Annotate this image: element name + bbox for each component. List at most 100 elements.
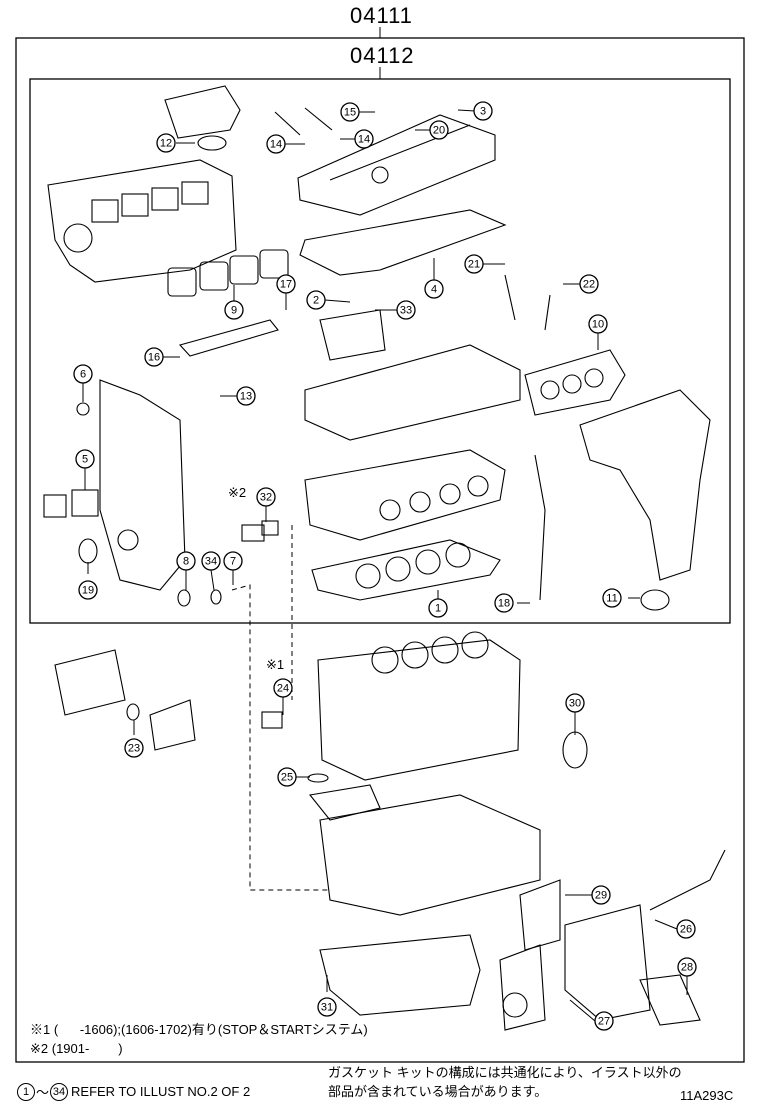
footnote-1: ※1 ( -1606);(1606-1702)有り(STOP＆STARTシステム… bbox=[30, 1022, 368, 1037]
callout-20: 20 bbox=[429, 120, 449, 140]
water-pump-drawing bbox=[499, 879, 701, 1031]
callout-34: 34 bbox=[201, 551, 221, 571]
callout-number: 9 bbox=[231, 305, 237, 317]
callout-14: 14 bbox=[266, 134, 286, 154]
cam-cover-gasket-drawing bbox=[299, 209, 507, 276]
outer-part-number: 04111 bbox=[350, 3, 413, 28]
sensor-parts-drawing bbox=[177, 274, 551, 729]
callout-33: 33 bbox=[396, 300, 416, 320]
callout-circle bbox=[677, 957, 697, 977]
callout-number: 13 bbox=[240, 391, 252, 403]
accessory-bracket-drawing bbox=[54, 649, 196, 751]
callout-circle bbox=[277, 767, 297, 787]
callout-10: 10 bbox=[588, 314, 608, 334]
refer-text: REFER TO ILLUST NO.2 OF 2 bbox=[71, 1084, 251, 1099]
inner-part-number: 04112 bbox=[350, 43, 415, 68]
callout-9: 9 bbox=[224, 300, 244, 320]
callout-number: 32 bbox=[260, 492, 272, 504]
callout-number: 15 bbox=[344, 107, 356, 119]
callout-number: 28 bbox=[681, 962, 693, 974]
callout-circle bbox=[429, 120, 449, 140]
callout-circle bbox=[676, 919, 696, 939]
callout-circle bbox=[236, 386, 256, 406]
leader-lines bbox=[82, 109, 688, 1022]
exhaust-gasket-drawing bbox=[524, 349, 626, 416]
callout-number: 24 bbox=[277, 683, 289, 695]
callout-circle bbox=[224, 300, 244, 320]
callout-number: 29 bbox=[595, 890, 607, 902]
dashed-guide bbox=[231, 525, 330, 891]
callout-circle bbox=[340, 102, 360, 122]
cylinder-head-drawing bbox=[304, 449, 506, 541]
outer-frame bbox=[15, 37, 745, 1063]
throttle-gasket-drawing bbox=[197, 135, 227, 151]
lower-crankcase-drawing bbox=[319, 794, 541, 916]
callout-5: 5 bbox=[75, 449, 95, 469]
callout-number: 1 bbox=[435, 603, 441, 615]
front-seals-drawing bbox=[43, 402, 99, 564]
callout-circle bbox=[317, 997, 337, 1017]
callout-24: 24 bbox=[273, 678, 293, 698]
marker-2-label: ※2 bbox=[228, 485, 246, 500]
callout-circle bbox=[591, 885, 611, 905]
camshaft-housing-drawing bbox=[304, 344, 521, 441]
callout-circle bbox=[306, 290, 326, 310]
refer-tilde: ～ bbox=[36, 1085, 50, 1100]
oil-cooler-drawing bbox=[307, 773, 381, 821]
cylinder-block-drawing bbox=[317, 631, 521, 781]
callout-30: 30 bbox=[565, 693, 585, 713]
callout-circle bbox=[223, 551, 243, 571]
callout-number: 27 bbox=[598, 1016, 610, 1028]
callout-number: 2 bbox=[313, 295, 319, 307]
callout-number: 31 bbox=[321, 1002, 333, 1014]
illustration-code: 11A293C bbox=[680, 1088, 734, 1103]
callout-13: 13 bbox=[236, 386, 256, 406]
callout-circle bbox=[428, 598, 448, 618]
callout-circle bbox=[594, 1011, 614, 1031]
cam-cover-drawing bbox=[274, 107, 496, 216]
callout-number: 5 bbox=[82, 454, 88, 466]
callout-number: 17 bbox=[280, 279, 292, 291]
callout-4: 4 bbox=[424, 279, 444, 299]
callout-17: 17 bbox=[276, 274, 296, 294]
callout-circle bbox=[354, 129, 374, 149]
callout-number: 26 bbox=[680, 924, 692, 936]
callout-circle bbox=[494, 593, 514, 613]
callout-circle bbox=[266, 134, 286, 154]
callout-number: 7 bbox=[230, 556, 236, 568]
footnote-2: ※2 (1901- ) bbox=[30, 1041, 123, 1056]
refer-end-badge: 34 bbox=[50, 1082, 69, 1101]
japanese-note-line-1: ガスケット キットの構成には共通化により、イラスト以外の bbox=[328, 1065, 682, 1080]
callout-circle bbox=[176, 551, 196, 571]
callout-number: 20 bbox=[433, 125, 445, 137]
callout-number: 18 bbox=[498, 598, 510, 610]
callout-number: 23 bbox=[128, 743, 140, 755]
callout-number: 4 bbox=[431, 284, 437, 296]
oil-level-gauge-drawing bbox=[534, 454, 726, 911]
callout-number: 11 bbox=[606, 593, 617, 605]
inner-frame bbox=[29, 78, 731, 624]
intake-gaskets-drawing bbox=[167, 249, 289, 297]
callout-2: 2 bbox=[306, 290, 326, 310]
callout-number: 8 bbox=[183, 556, 189, 568]
callouts-group: 1234567891011121314141516171819202122232… bbox=[73, 101, 697, 1031]
callout-number: 22 bbox=[583, 279, 595, 291]
callout-number: 14 bbox=[270, 139, 282, 151]
callout-32: 32 bbox=[256, 487, 276, 507]
callout-number: 30 bbox=[569, 698, 581, 710]
callout-14: 14 bbox=[354, 129, 374, 149]
callout-circle bbox=[124, 738, 144, 758]
callout-1: 1 bbox=[428, 598, 448, 618]
refer-start-badge: 1 bbox=[17, 1082, 35, 1101]
callout-circle bbox=[565, 693, 585, 713]
callout-circle bbox=[588, 314, 608, 334]
callout-number: 33 bbox=[400, 305, 412, 317]
japanese-note: ガスケット キットの構成には共通化により、イラスト以外の 部品が含まれている場合… bbox=[328, 1063, 682, 1101]
callout-circle bbox=[579, 274, 599, 294]
japanese-note-line-2: 部品が含まれている場合があります。 bbox=[328, 1084, 548, 1099]
callout-6: 6 bbox=[73, 364, 93, 384]
callout-circle bbox=[73, 364, 93, 384]
callout-circle bbox=[201, 551, 221, 571]
marker-1-label: ※1 bbox=[266, 657, 284, 672]
callout-circle bbox=[602, 588, 622, 608]
